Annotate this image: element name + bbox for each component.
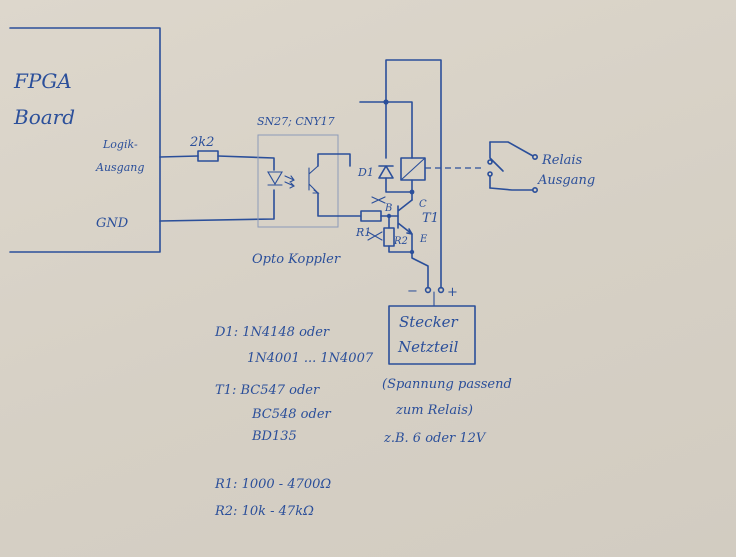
relay-top-wire <box>359 101 413 159</box>
relay-output-terminal-bottom <box>531 187 538 194</box>
opto-led-light-arrows <box>284 175 295 189</box>
resistor-2k2 <box>197 150 219 162</box>
relay-contact-bottom <box>487 171 493 177</box>
fpga-board-outline <box>9 27 161 253</box>
logic-output-label-2: Ausgang <box>95 161 144 174</box>
parts-t1-line-3: BD135 <box>251 429 297 444</box>
relay-output-label-1: Relais <box>541 153 583 168</box>
opto-collector-wire <box>317 153 351 167</box>
relay-output-wire-top <box>489 141 534 157</box>
transistor-t1-label: T1 <box>422 211 439 226</box>
optocoupler-part-label: SN27; CNY17 <box>257 115 335 128</box>
resistor-r2-label: R2 <box>393 236 408 247</box>
relay-output-wire-bottom <box>489 187 534 191</box>
opto-phototransistor <box>308 165 320 194</box>
power-plug-label-1: Stecker <box>399 313 459 331</box>
resistor-r2 <box>383 227 395 247</box>
emitter-wire <box>411 233 429 289</box>
supply-rail-top <box>385 59 442 289</box>
resistor-r1-scribble <box>371 196 386 204</box>
opto-led <box>267 171 283 186</box>
r2-to-emitter-wire <box>388 245 413 253</box>
transistor-pin-e: E <box>419 234 428 245</box>
parts-d1-line-2: 1N4001 ... 1N4007 <box>247 351 374 366</box>
resistor-to-led-wire <box>217 155 275 171</box>
resistor-r1 <box>360 210 382 222</box>
relay-coil <box>400 157 426 181</box>
resistor-r1-label: R1 <box>355 226 371 239</box>
resistor-r1-scribble-2 <box>367 231 383 241</box>
parts-r2: R2: 10k - 47kΩ <box>214 504 314 519</box>
fpga-subtitle: Board <box>13 105 75 129</box>
relay-contact-top <box>487 159 493 165</box>
power-plus-label: + <box>447 285 458 300</box>
power-plug-box <box>388 305 476 365</box>
transistor-t1 <box>397 199 413 235</box>
gnd-wire <box>159 189 275 222</box>
transistor-pin-b: B <box>384 203 392 214</box>
diode-d1 <box>378 165 394 179</box>
diode-d1-label: D1 <box>357 166 374 179</box>
gnd-label: GND <box>96 216 129 231</box>
power-plug-label-2: Netzteil <box>397 338 459 356</box>
parts-t1-line-1: T1: BC547 oder <box>215 383 320 398</box>
parts-r1: R1: 1000 - 4700Ω <box>214 477 331 492</box>
opto-emitter-wire <box>317 192 361 217</box>
power-note-3: z.B. 6 oder 12V <box>383 431 487 446</box>
relay-output-label-2: Ausgang <box>537 173 595 188</box>
power-note-2: zum Relais) <box>395 403 473 418</box>
power-note-1: (Spannung passend <box>382 377 512 392</box>
parts-t1-line-2: BC548 oder <box>251 407 332 422</box>
transistor-pin-c: C <box>419 199 427 210</box>
optocoupler-caption: Opto Koppler <box>252 252 341 267</box>
resistor-2k2-label: 2k2 <box>189 135 214 150</box>
relay-switch <box>489 141 504 189</box>
power-terminal-plus <box>437 286 445 294</box>
power-terminal-minus <box>424 286 432 294</box>
relay-coil-diagonal <box>400 157 426 181</box>
fpga-title: FPGA <box>13 69 72 93</box>
logic-output-label-1: Logik- <box>102 138 138 151</box>
junction-relay-collector <box>409 189 415 195</box>
diode-bottom-wire <box>385 177 413 193</box>
relay-output-terminal-top <box>531 154 538 161</box>
optocoupler-box <box>257 134 339 228</box>
parts-d1-line-1: D1: 1N4148 oder <box>214 325 330 340</box>
logic-output-wire <box>159 155 199 158</box>
junction-emitter <box>409 249 415 255</box>
power-minus-label: − <box>407 284 418 299</box>
